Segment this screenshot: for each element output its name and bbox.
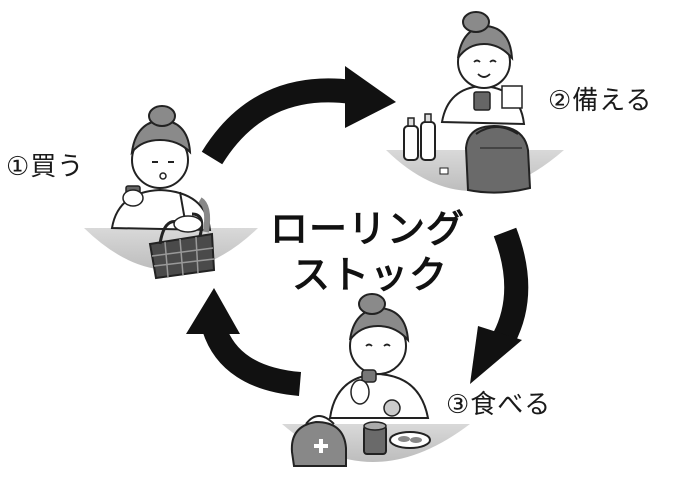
step-label-eat: ③食べる [446,390,552,420]
scene-prepare [386,11,564,194]
arrow-buy-to-prepare [201,66,396,165]
scene-eat [282,293,470,467]
diagram-title-line2: ストック [292,253,449,297]
arrow-prepare-to-eat [470,227,529,384]
step-label-buy: ①買う [6,152,85,182]
diagram-title-line1: ローリング [270,207,466,251]
arrow-eat-to-buy [186,288,302,396]
step-label-prepare: ②備える [548,86,653,116]
scene-buy [84,105,258,280]
